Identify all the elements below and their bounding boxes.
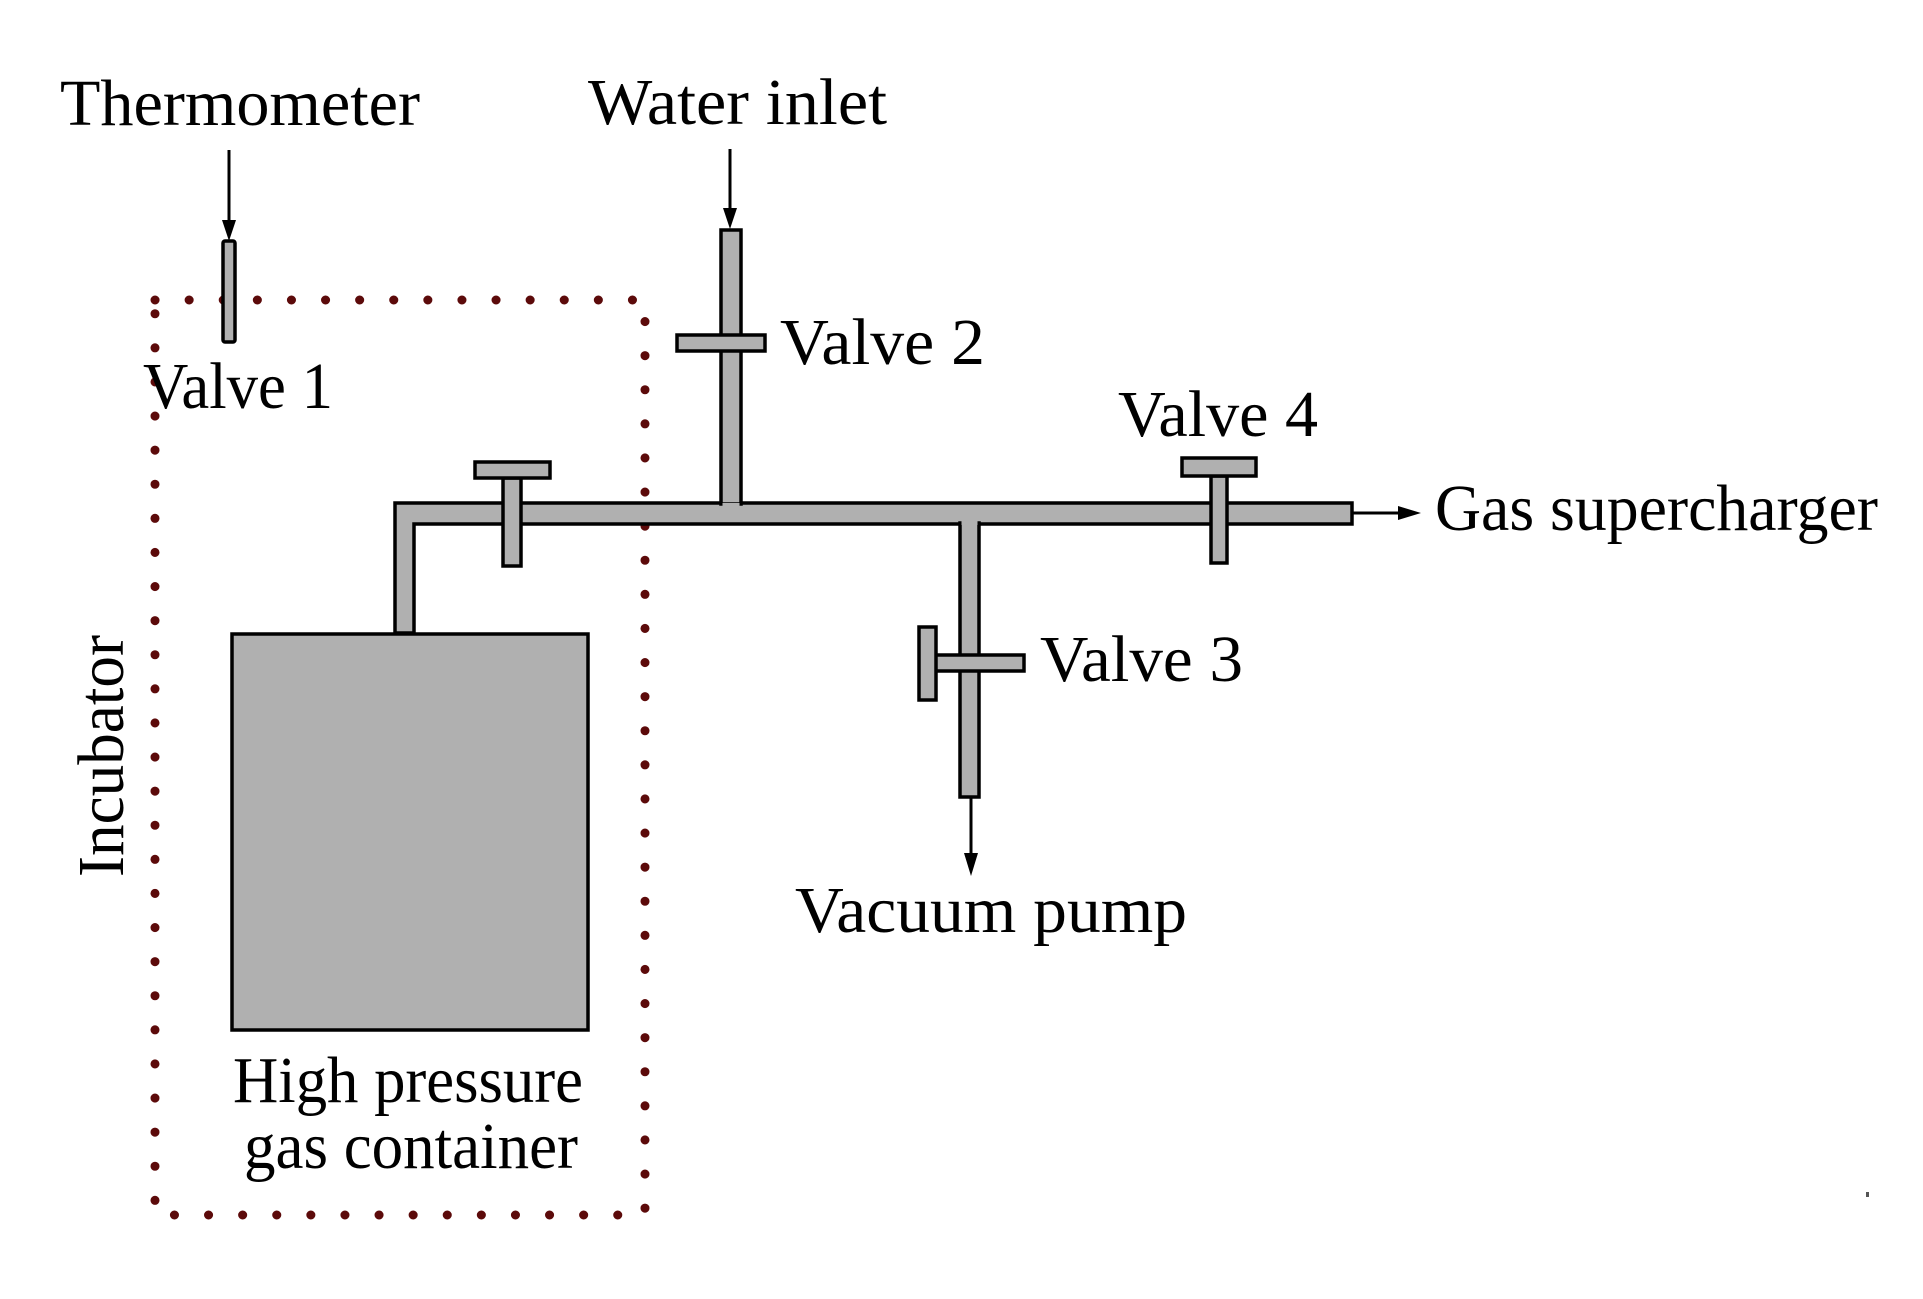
valve-2-handle[interactable] (675, 333, 767, 353)
vacuum-pump-label: Vacuum pump (795, 874, 1187, 947)
valve-3-handle[interactable] (917, 625, 938, 702)
water-inlet-pipe (719, 228, 743, 506)
main-pipe-junction-fill (961, 521, 978, 525)
valve-1-handle[interactable] (473, 460, 552, 480)
incubator-border (150, 295, 650, 1220)
container-label-line-1: High pressure (233, 1044, 583, 1117)
gas-supercharger-arrow (1353, 506, 1421, 520)
gas-container (230, 632, 590, 1032)
valve-4[interactable] (1180, 456, 1258, 565)
valve-1[interactable] (473, 460, 552, 568)
container-label-line-2: gas container (244, 1110, 578, 1183)
main-pipe (393, 501, 1354, 635)
vacuum-pump-arrow (964, 797, 978, 876)
valve-3-pipe-overlay (962, 657, 977, 669)
thermometer-probe (221, 239, 237, 344)
thermometer-arrow (222, 150, 236, 241)
valve-3-stem (933, 653, 1026, 673)
valve-4-stem (1209, 474, 1229, 565)
incubator-label: Incubator (65, 635, 138, 877)
water-inlet-arrow (723, 149, 737, 229)
main-pipe-junction-fill (722, 503, 740, 506)
valve-2-label: Valve 2 (780, 306, 985, 379)
water-inlet-label: Water inlet (588, 66, 887, 139)
valve-1-label: Valve 1 (143, 350, 333, 423)
valve-2-pipe-overlay (723, 337, 739, 349)
thermometer-label: Thermometer (60, 67, 420, 140)
valve-2[interactable] (675, 333, 767, 353)
valve-4-label: Valve 4 (1118, 378, 1318, 451)
valve-4-handle[interactable] (1180, 456, 1258, 478)
valve-3-label: Valve 3 (1040, 623, 1243, 696)
artifact-dot (1866, 1192, 1869, 1197)
valve-1-stem (501, 476, 523, 568)
valve-3[interactable] (917, 625, 1026, 702)
gas-supercharger-label: Gas supercharger (1435, 472, 1878, 545)
